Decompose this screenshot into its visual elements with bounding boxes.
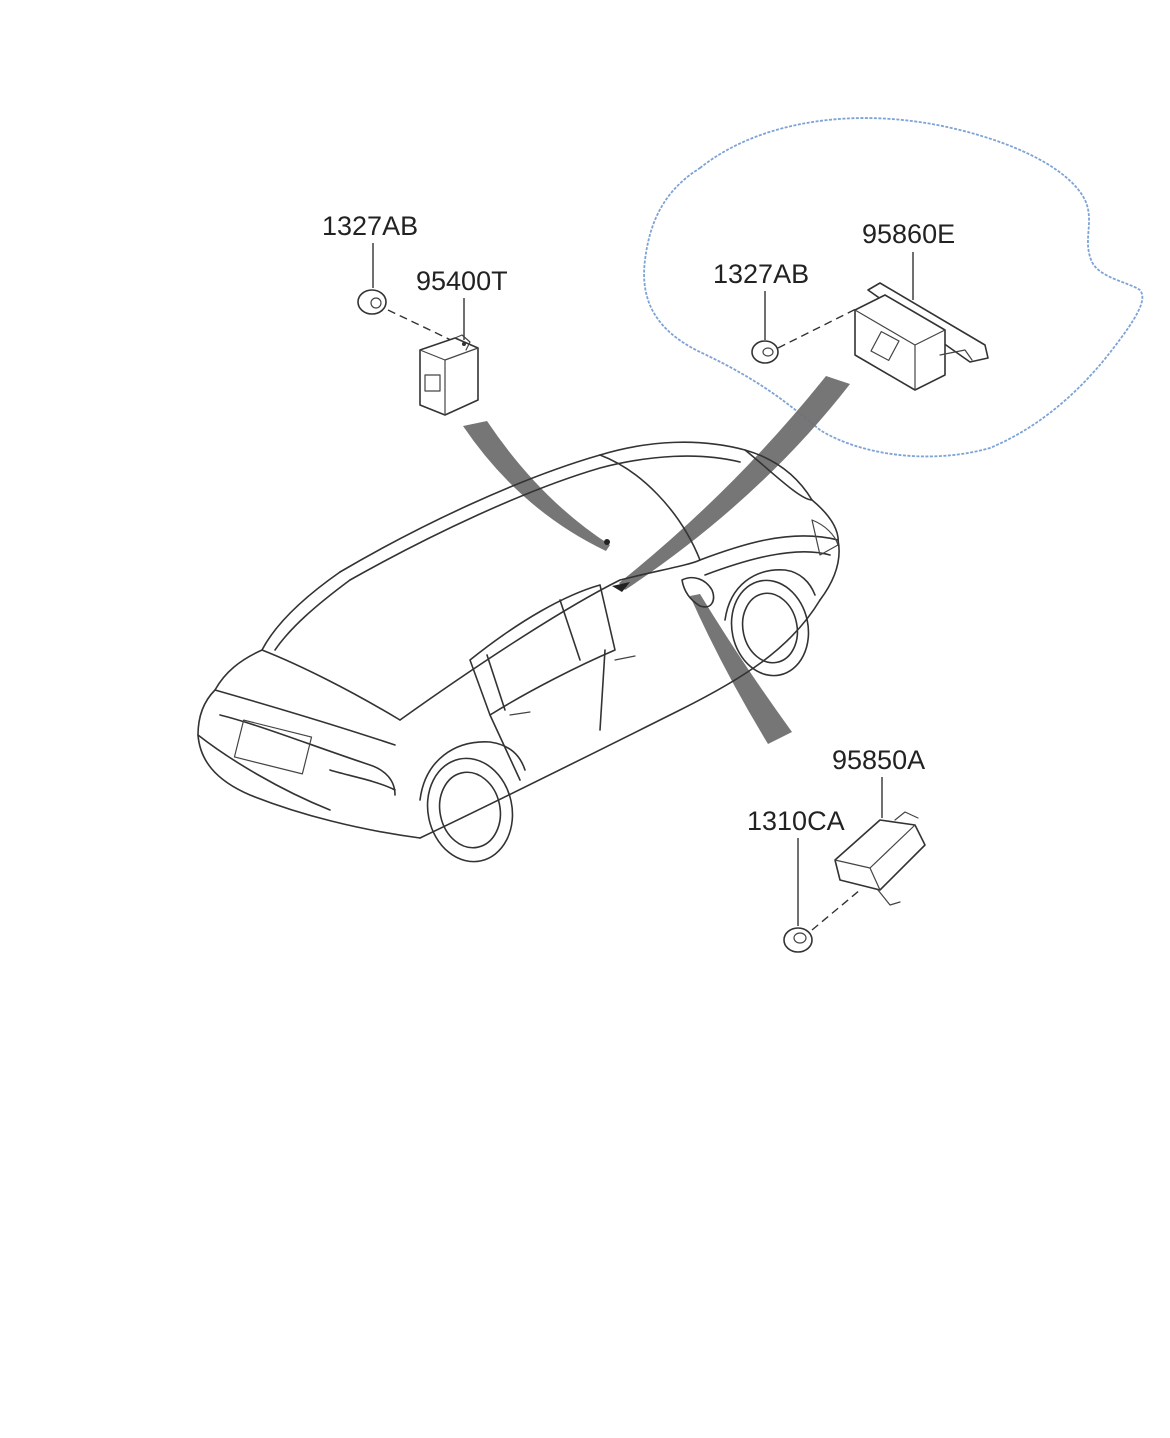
label-1310CA: 1310CA <box>747 806 845 836</box>
bolt-1310CA <box>783 927 813 953</box>
highlight-circle <box>643 117 1144 458</box>
label-1327AB-top-right: 1327AB <box>713 259 809 289</box>
label-95850A: 95850A <box>832 745 925 775</box>
label-95400T: 95400T <box>416 266 508 296</box>
callout-band-95860E <box>619 376 850 590</box>
label-1327AB-top-left: 1327AB <box>322 211 418 241</box>
module-95860E <box>854 282 989 391</box>
nut-1327AB-top-left <box>357 289 387 315</box>
callout-band-95400T <box>463 421 610 551</box>
module-95850A <box>834 811 926 906</box>
car-illustration <box>197 441 840 863</box>
nut-1327AB-top-right <box>751 340 779 364</box>
label-95860E: 95860E <box>862 219 955 249</box>
module-95400T <box>419 334 479 416</box>
callout-band-95850A <box>690 594 792 744</box>
